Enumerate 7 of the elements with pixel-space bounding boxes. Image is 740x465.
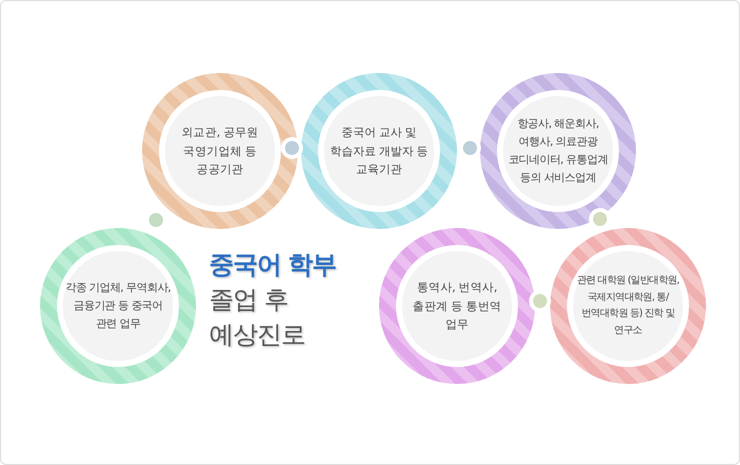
career-text: 각종 기업체, 무역회사, 금융기관 등 중국어 관련 업무: [64, 280, 172, 332]
career-text: 통역사, 번역사, 출판계 등 통번역 업무: [412, 278, 502, 334]
career-text: 항공사, 해운회사, 여행사, 의료관광 코디네이터, 유통업계 등의 서비스업계: [507, 116, 609, 186]
title: 중국어 학부 졸업 후 예상진로: [209, 249, 337, 351]
career-text: 외교관, 공무원 국영기업체 등 공공기관: [180, 124, 260, 178]
career-text: 관련 대학원 (일반대학원,국제지역대학원, 통/번역대학원 등) 진학 및 연구소: [576, 274, 680, 338]
career-text: 중국어 교사 및 학습자료 개발자 등 교육기관: [328, 124, 430, 178]
